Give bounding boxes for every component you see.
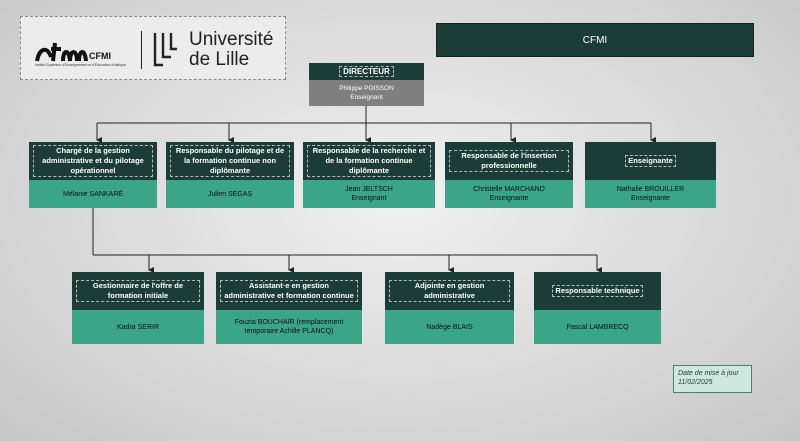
row2-card-4-name: Pascal LAMBRECQ [566, 323, 629, 331]
row1-card-3-body: Jean JELTSCH Enseignant [303, 180, 435, 208]
cfmi-banner: CFMI [436, 23, 754, 57]
row2-card-1-title: Gestionnaire de l'offre de formation ini… [76, 280, 200, 302]
row1-card-5-header: Enseignante [585, 142, 716, 180]
cfmi-logo-subtitle: Institut Supérieur d'Enseignement et d'É… [35, 63, 126, 67]
row2-card-3-title: Adjointe en gestion administrative [389, 280, 510, 302]
row1-card-4-header: Responsable de l'insertion professionnel… [445, 142, 573, 180]
row1-card-5-name: Nathalie BROUILLER [616, 186, 685, 193]
row1-card-4-role: Enseignante [489, 195, 529, 202]
row1-card-5-role: Enseignante [631, 195, 670, 202]
universite-logo-line1: Université [189, 29, 274, 50]
logo-panel: CFMI Institut Supérieur d'Enseignement e… [20, 16, 286, 80]
row1-card-1-body: Mélanie SANKARÉ [29, 180, 157, 208]
row2-card-2-header: Assistant·e en gestion administrative et… [216, 272, 362, 310]
update-date-note: Date de mise à jour 11/02/2025 [673, 365, 752, 393]
row1-card-1-header: Chargé de la gestion administrative et d… [29, 142, 157, 180]
row2-card-1-name: Kadra SERIR [116, 323, 160, 331]
row2-card-3-name: Nadège BLAIS [426, 323, 473, 331]
row1-card-2-title: Responsable du pilotage et de la formati… [170, 145, 290, 177]
row1-card-3-role: Enseignant [351, 195, 387, 202]
director-name: Philippe POISSON [339, 85, 394, 92]
director-title-text: DIRECTEUR [339, 66, 394, 77]
row2-card-4-title: Responsable technique [552, 285, 643, 297]
row1-card-1-name: Mélanie SANKARÉ [63, 190, 123, 198]
universite-lille-logo-icon [153, 33, 177, 67]
row1-card-3-title: Responsable de la recherche et de la for… [307, 145, 431, 177]
row2-card-4-header: Responsable technique [534, 272, 661, 310]
row2-card-1-body: Kadra SERIR [72, 310, 204, 344]
cfmi-logo-text: CFMI [89, 51, 111, 61]
director-title: DIRECTEUR [309, 63, 424, 80]
universite-logo-line2: de Lille [189, 49, 250, 70]
row1-card-2-body: Julien SEGAS [166, 180, 294, 208]
row2-card-3-body: Nadège BLAIS [385, 310, 514, 344]
row2-card-2-name: Fouzia BOUCHAÏR (remplacement temporaire… [234, 319, 344, 335]
logo-divider [141, 31, 142, 69]
row1-card-5-title: Enseignante [625, 155, 676, 167]
director-card: Philippe POISSON Enseignant [309, 80, 424, 106]
row2-card-4-body: Pascal LAMBRECQ [534, 310, 661, 344]
row1-card-4-name: Christelle MARCHAND [473, 186, 545, 193]
row1-card-4-body: Christelle MARCHAND Enseignante [445, 180, 573, 208]
row1-card-1-title: Chargé de la gestion administrative et d… [33, 145, 153, 177]
cfmi-logo-icon [35, 42, 88, 62]
row2-card-2-title: Assistant·e en gestion administrative et… [220, 280, 358, 302]
row1-card-3-name: Jean JELTSCH [345, 186, 393, 193]
row2-card-3-header: Adjointe en gestion administrative [385, 272, 514, 310]
row2-card-1-header: Gestionnaire de l'offre de formation ini… [72, 272, 204, 310]
director-role: Enseignant [350, 94, 383, 101]
row1-card-5-body: Nathalie BROUILLER Enseignante [585, 180, 716, 208]
row1-card-3-header: Responsable de la recherche et de la for… [303, 142, 435, 180]
row1-card-2-header: Responsable du pilotage et de la formati… [166, 142, 294, 180]
row1-card-4-title: Responsable de l'insertion professionnel… [449, 150, 569, 172]
row2-card-2-body: Fouzia BOUCHAÏR (remplacement temporaire… [216, 310, 362, 344]
row1-card-2-name: Julien SEGAS [207, 190, 253, 198]
